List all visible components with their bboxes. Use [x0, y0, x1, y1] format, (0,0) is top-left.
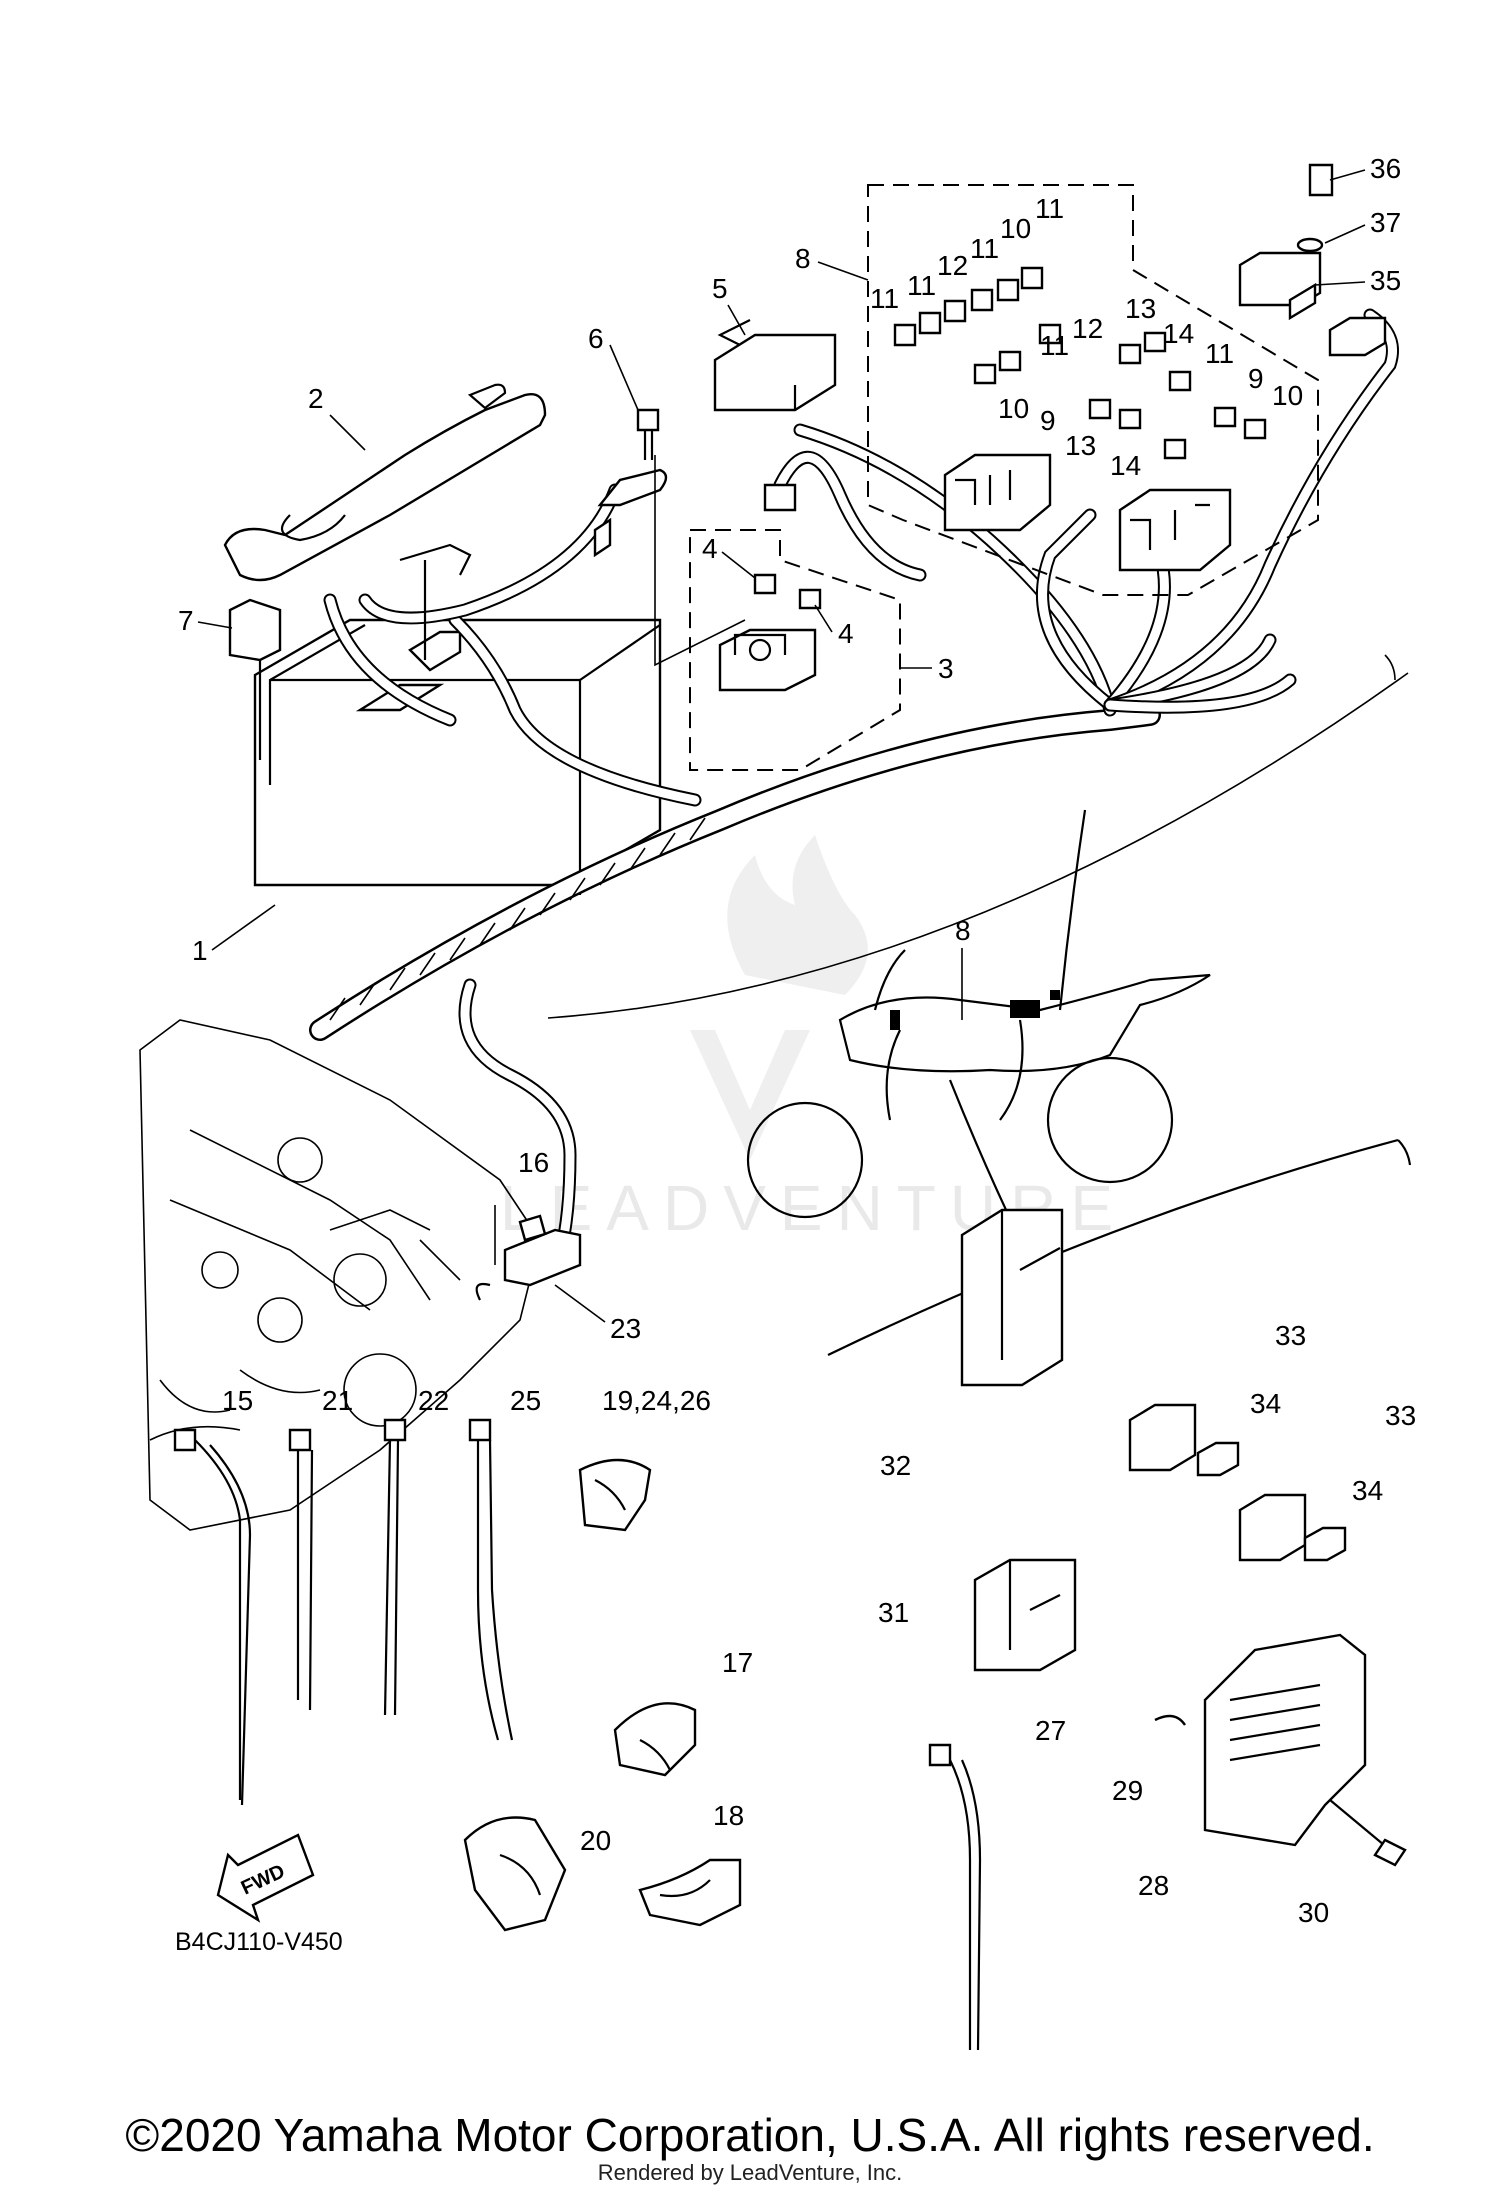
callout-8a: 8	[795, 243, 811, 274]
fuses	[893, 266, 1267, 460]
fuse-box-b	[1118, 488, 1232, 572]
callout-25: 25	[510, 1385, 541, 1416]
callout-5: 5	[712, 273, 728, 304]
clamp-20	[463, 1816, 567, 1932]
callout-4a: 4	[702, 533, 718, 564]
callout-15: 15	[222, 1385, 253, 1416]
callout-30: 30	[1298, 1897, 1329, 1928]
callout-33b: 33	[1385, 1400, 1416, 1431]
callout-27: 27	[1035, 1715, 1066, 1746]
callout-29: 29	[1112, 1775, 1143, 1806]
cable-tie-25	[468, 1418, 514, 1741]
cable-tie-27	[928, 1743, 982, 2051]
fuse-callout-11d: 11	[1035, 193, 1064, 224]
fuse-callout-12b: 12	[1072, 313, 1103, 344]
copyright-notice: ©2020 Yamaha Motor Corporation, U.S.A. A…	[125, 2109, 1375, 2161]
callout-22: 22	[418, 1385, 449, 1416]
starter-relay	[718, 573, 822, 692]
wire-harness	[309, 308, 1399, 1262]
battery-lead	[228, 543, 472, 760]
callout-17: 17	[722, 1647, 753, 1678]
sensor-unit	[1238, 163, 1387, 357]
callout-34b: 34	[1352, 1475, 1383, 1506]
fuse-callout-13a: 13	[1125, 293, 1156, 324]
fuse-callout-9a: 9	[1248, 363, 1264, 394]
fuse-callout-11c: 11	[970, 233, 999, 264]
callout-4b: 4	[838, 618, 854, 649]
fuse-callout-10c: 10	[1272, 380, 1303, 411]
rectifier-regulator	[1154, 1633, 1367, 1847]
watermark-logo: LEADVENTURE	[500, 835, 1113, 1244]
callout-1: 1	[192, 935, 208, 966]
clamp-18	[638, 1858, 742, 1927]
fuse-callout-9b: 9	[1040, 405, 1056, 436]
callout-7: 7	[178, 605, 194, 636]
callout-16: 16	[518, 1147, 549, 1178]
clamp-17	[613, 1702, 697, 1777]
relay-connector	[713, 319, 837, 512]
battery	[253, 618, 662, 895]
callout-28: 28	[1138, 1870, 1169, 1901]
callout-6: 6	[588, 323, 604, 354]
fuse-callout-14a: 14	[1163, 318, 1194, 349]
battery-bolt	[593, 408, 668, 558]
cable-tie-22	[383, 1418, 407, 1716]
sensor-23	[475, 1214, 582, 1301]
callout-8b: 8	[955, 915, 971, 946]
fuse-callout-11b: 11	[907, 270, 936, 301]
fuse-callout-11f: 11	[1205, 338, 1234, 369]
rendered-by-notice: Rendered by LeadVenture, Inc.	[597, 2160, 903, 2185]
engine-illustration	[139, 1019, 541, 1531]
callout-34a: 34	[1250, 1388, 1281, 1419]
callout-19-24-26: 19,24,26	[602, 1385, 711, 1416]
fuse-callout-11e: 11	[1040, 330, 1069, 361]
fuse-callout-10a: 10	[1000, 213, 1031, 244]
motorcycle-silhouette	[547, 654, 1409, 1219]
callout-3: 3	[938, 653, 954, 684]
callout-32: 32	[880, 1450, 911, 1481]
cable-tie-15	[173, 1428, 252, 1806]
fuse-callout-12a: 12	[937, 250, 968, 281]
fuse-callout-14b: 14	[1110, 450, 1141, 481]
relay-32	[960, 1208, 1064, 1387]
callout-2: 2	[308, 383, 324, 414]
callout-20: 20	[580, 1825, 611, 1856]
fuse-callout-11a: 11	[870, 283, 899, 314]
callout-35: 35	[1370, 265, 1401, 296]
callout-18: 18	[713, 1800, 744, 1831]
callout-33a: 33	[1275, 1320, 1306, 1351]
callout-21: 21	[322, 1385, 353, 1416]
bolt-30	[1329, 1799, 1407, 1867]
callout-23: 23	[610, 1313, 641, 1344]
relay-31	[973, 1558, 1077, 1672]
connector-33-34b	[1238, 1493, 1347, 1562]
fuse-callout-10b: 10	[998, 393, 1029, 424]
fuse-box-a	[943, 453, 1052, 532]
connector-33-34a	[1128, 1403, 1240, 1477]
callout-37: 37	[1370, 207, 1401, 238]
fuse-callout-13b: 13	[1065, 430, 1096, 461]
callout-31: 31	[878, 1597, 909, 1628]
cable-tie-21	[288, 1428, 314, 1711]
battery-band	[223, 383, 547, 582]
callout-36: 36	[1370, 153, 1401, 184]
diagram-code: B4CJ110-V450	[175, 1928, 343, 1956]
fwd-arrow-icon: FWD	[216, 1833, 315, 1923]
clamp-19-24-26	[578, 1458, 652, 1532]
